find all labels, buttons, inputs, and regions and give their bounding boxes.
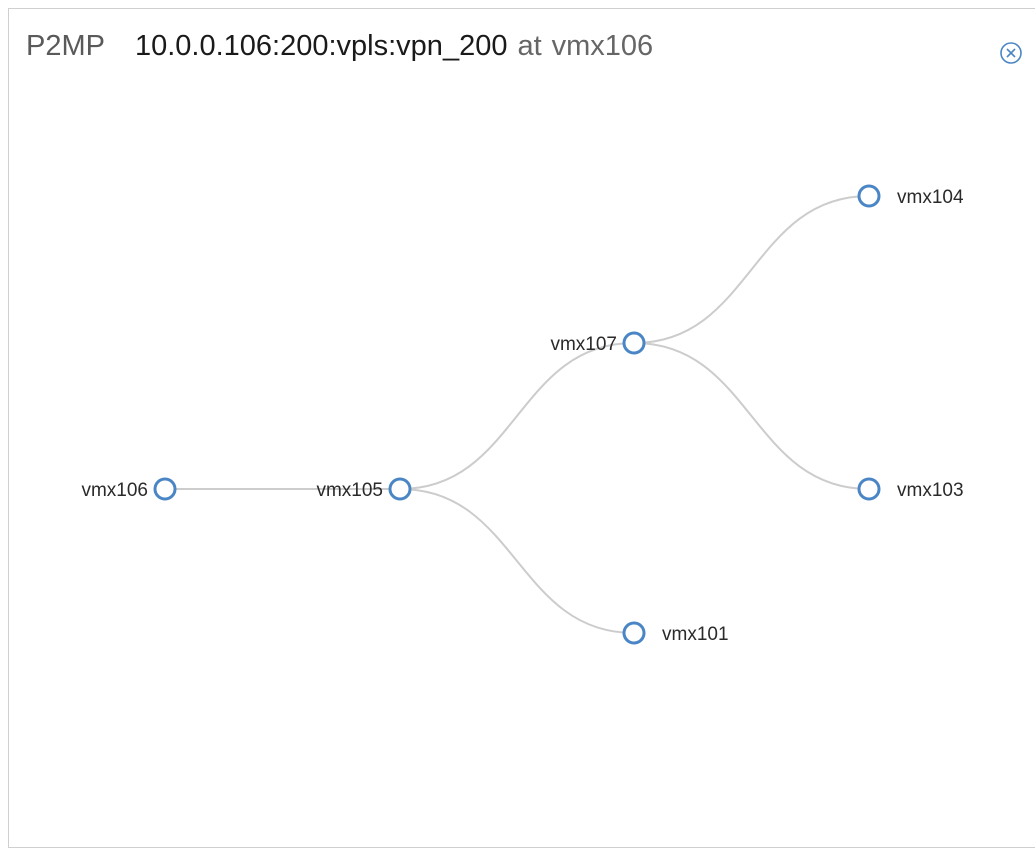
node-vmx106[interactable]: vmx106 — [81, 477, 177, 501]
node-label: vmx104 — [897, 187, 964, 208]
panel-header: P2MP 10.0.0.106:200:vpls:vpn_200 at vmx1… — [26, 30, 653, 74]
lsp-type-label: P2MP — [26, 30, 105, 62]
node-circle[interactable] — [153, 477, 177, 501]
link-vmx107-vmx104 — [633, 195, 870, 344]
at-label: at — [517, 30, 542, 62]
p2mp-panel — [8, 8, 1035, 848]
node-vmx107[interactable]: vmx107 — [550, 331, 646, 355]
close-circle-icon — [1000, 42, 1022, 64]
node-vmx104[interactable]: vmx104 — [857, 184, 964, 208]
node-circle[interactable] — [622, 621, 646, 645]
node-circle[interactable] — [388, 477, 412, 501]
node-circle[interactable] — [622, 331, 646, 355]
node-label: vmx105 — [316, 480, 383, 501]
close-button[interactable] — [996, 38, 1026, 68]
node-vmx103[interactable]: vmx103 — [857, 477, 964, 501]
node-circle[interactable] — [857, 477, 881, 501]
node-circle[interactable] — [857, 184, 881, 208]
node-label: vmx101 — [662, 624, 729, 645]
nodes-layer: vmx106 vmx105 vmx107 vmx101 vmx104 vmx103 — [81, 184, 964, 645]
node-vmx101[interactable]: vmx101 — [622, 621, 729, 645]
node-label: vmx103 — [897, 480, 964, 501]
node-label: vmx107 — [550, 334, 617, 355]
link-vmx107-vmx103 — [633, 342, 870, 490]
node-vmx105[interactable]: vmx105 — [316, 477, 412, 501]
node-label: vmx106 — [81, 480, 148, 501]
link-vmx105-vmx101 — [399, 488, 635, 634]
lsp-name: 10.0.0.106:200:vpls:vpn_200 — [134, 30, 508, 62]
links-layer — [165, 195, 870, 634]
link-vmx105-vmx107 — [399, 342, 635, 490]
device-name: vmx106 — [551, 30, 654, 62]
